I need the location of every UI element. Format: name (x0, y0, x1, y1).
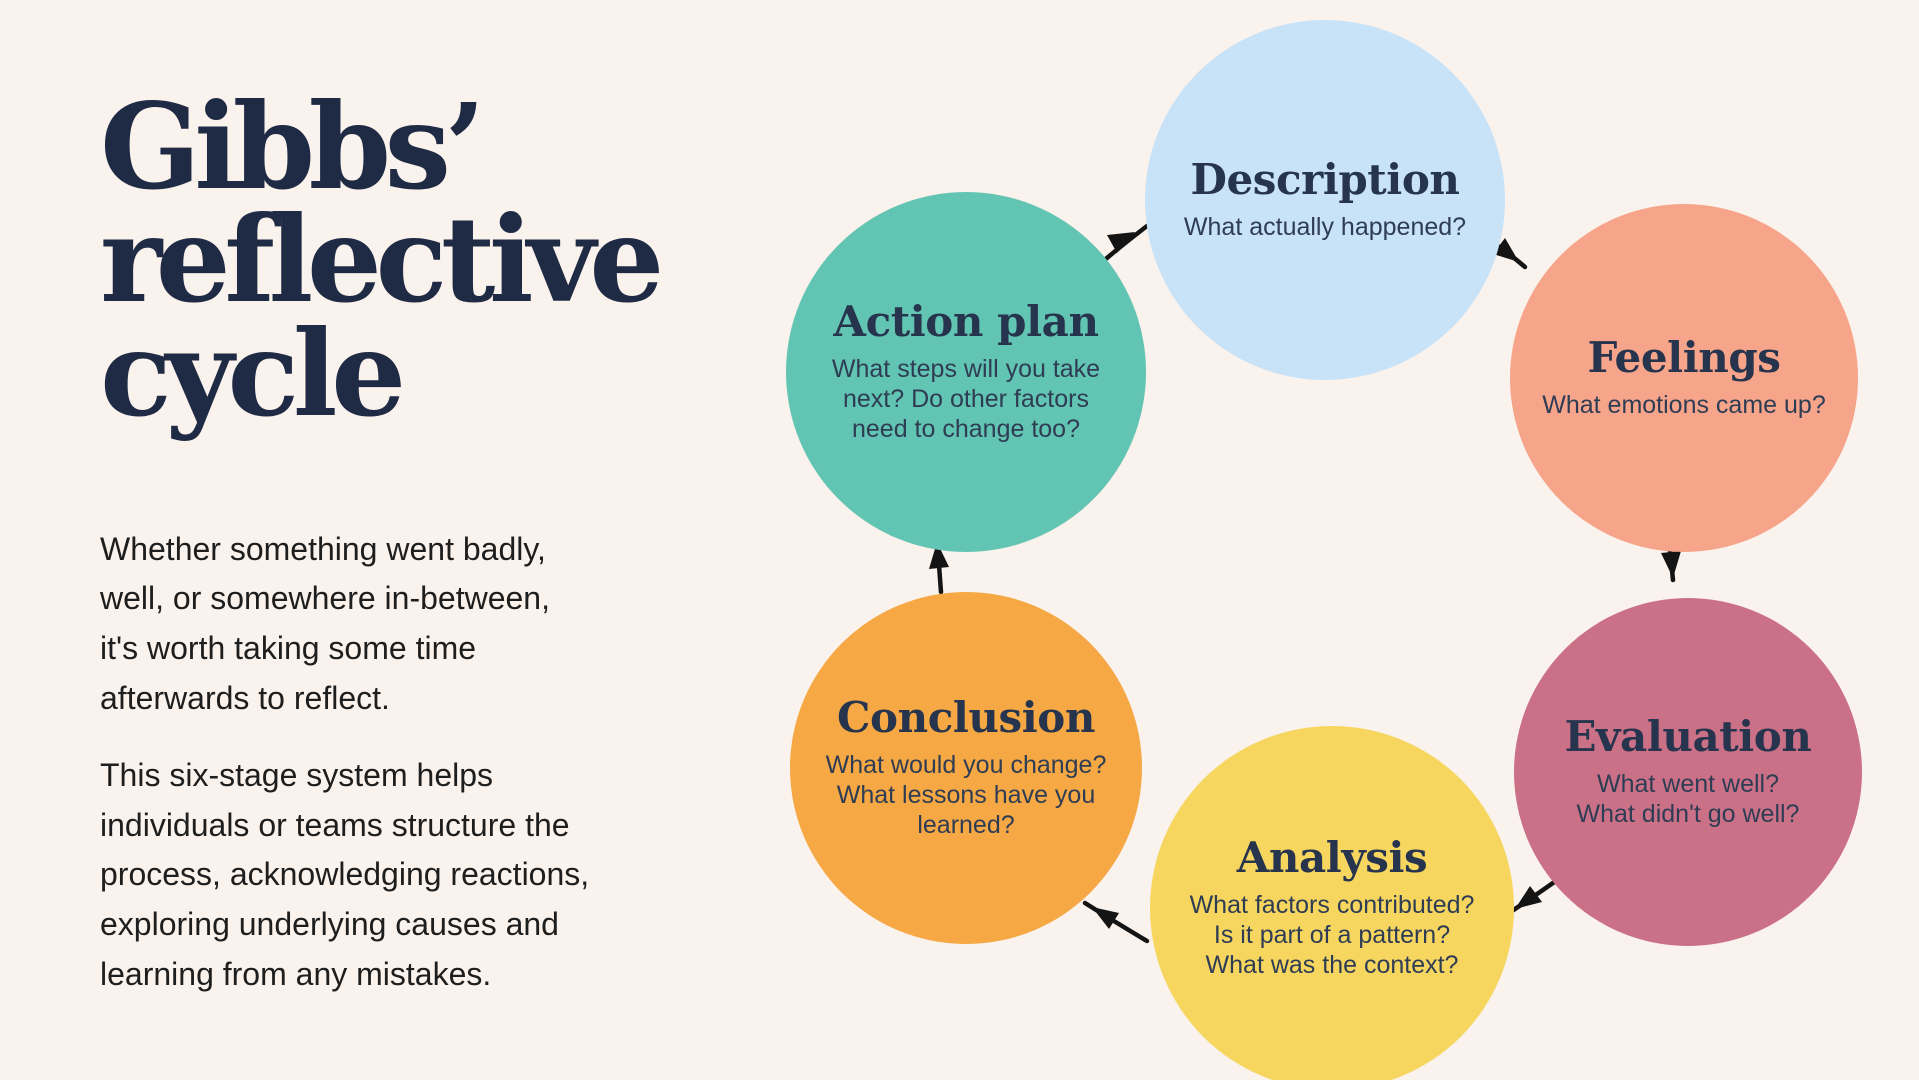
arrow-analysis-to-conclusion (1082, 900, 1150, 944)
page-title: Gibbs’ reflective cycle (100, 77, 664, 443)
stage-circle-action-plan: Action plan What steps will you take nex… (786, 192, 1146, 552)
intro-panel: Gibbs’ reflective cycle Whether somethin… (100, 0, 700, 999)
intro-text: Whether something went badly, well, or s… (100, 525, 700, 999)
stage-title-action-plan: Action plan (833, 296, 1099, 346)
intro-paragraph-2: This six-stage system helps individuals … (100, 757, 590, 992)
stage-prompt-description: What actually happened? (1183, 213, 1467, 242)
stage-circle-feelings: Feelings What emotions came up? (1510, 204, 1858, 552)
intro-paragraph-1: Whether something went badly, well, or s… (100, 530, 550, 716)
stage-prompt-evaluation: What went well? What didn't go well? (1576, 770, 1800, 829)
stage-title-evaluation: Evaluation (1564, 711, 1812, 761)
stage-prompt-conclusion: What would you change? What lessons have… (825, 751, 1107, 840)
stage-circle-analysis: Analysis What factors contributed? Is it… (1150, 726, 1514, 1080)
stage-prompt-action-plan: What steps will you take next? Do other … (831, 355, 1101, 444)
stage-title-description: Description (1190, 154, 1460, 204)
stage-prompt-analysis: What factors contributed? Is it part of … (1189, 891, 1475, 980)
stage-circle-description: Description What actually happened? (1145, 20, 1505, 380)
stage-title-feelings: Feelings (1587, 332, 1781, 382)
stage-circle-conclusion: Conclusion What would you change? What l… (790, 592, 1142, 944)
stage-prompt-feelings: What emotions came up? (1542, 391, 1826, 420)
stage-title-analysis: Analysis (1236, 832, 1428, 882)
stage-title-conclusion: Conclusion (837, 692, 1095, 742)
stage-circle-evaluation: Evaluation What went well? What didn't g… (1514, 598, 1862, 946)
